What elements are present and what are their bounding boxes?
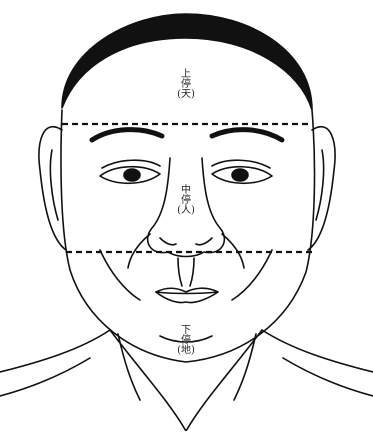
lower-zone-char-3: (地) <box>174 346 198 356</box>
left-eyebrow <box>92 130 162 140</box>
middle-zone-char-3: (人) <box>174 206 198 216</box>
right-eyebrow <box>212 130 282 140</box>
collar <box>0 330 186 431</box>
mouth <box>156 288 218 302</box>
upper-zone-char-3: (天) <box>174 90 198 100</box>
upper-zone-label: 上 停 (天) <box>174 70 198 100</box>
middle-zone-label: 中 停 (人) <box>174 186 198 216</box>
lower-zone-label: 下 停 (地) <box>174 326 198 356</box>
